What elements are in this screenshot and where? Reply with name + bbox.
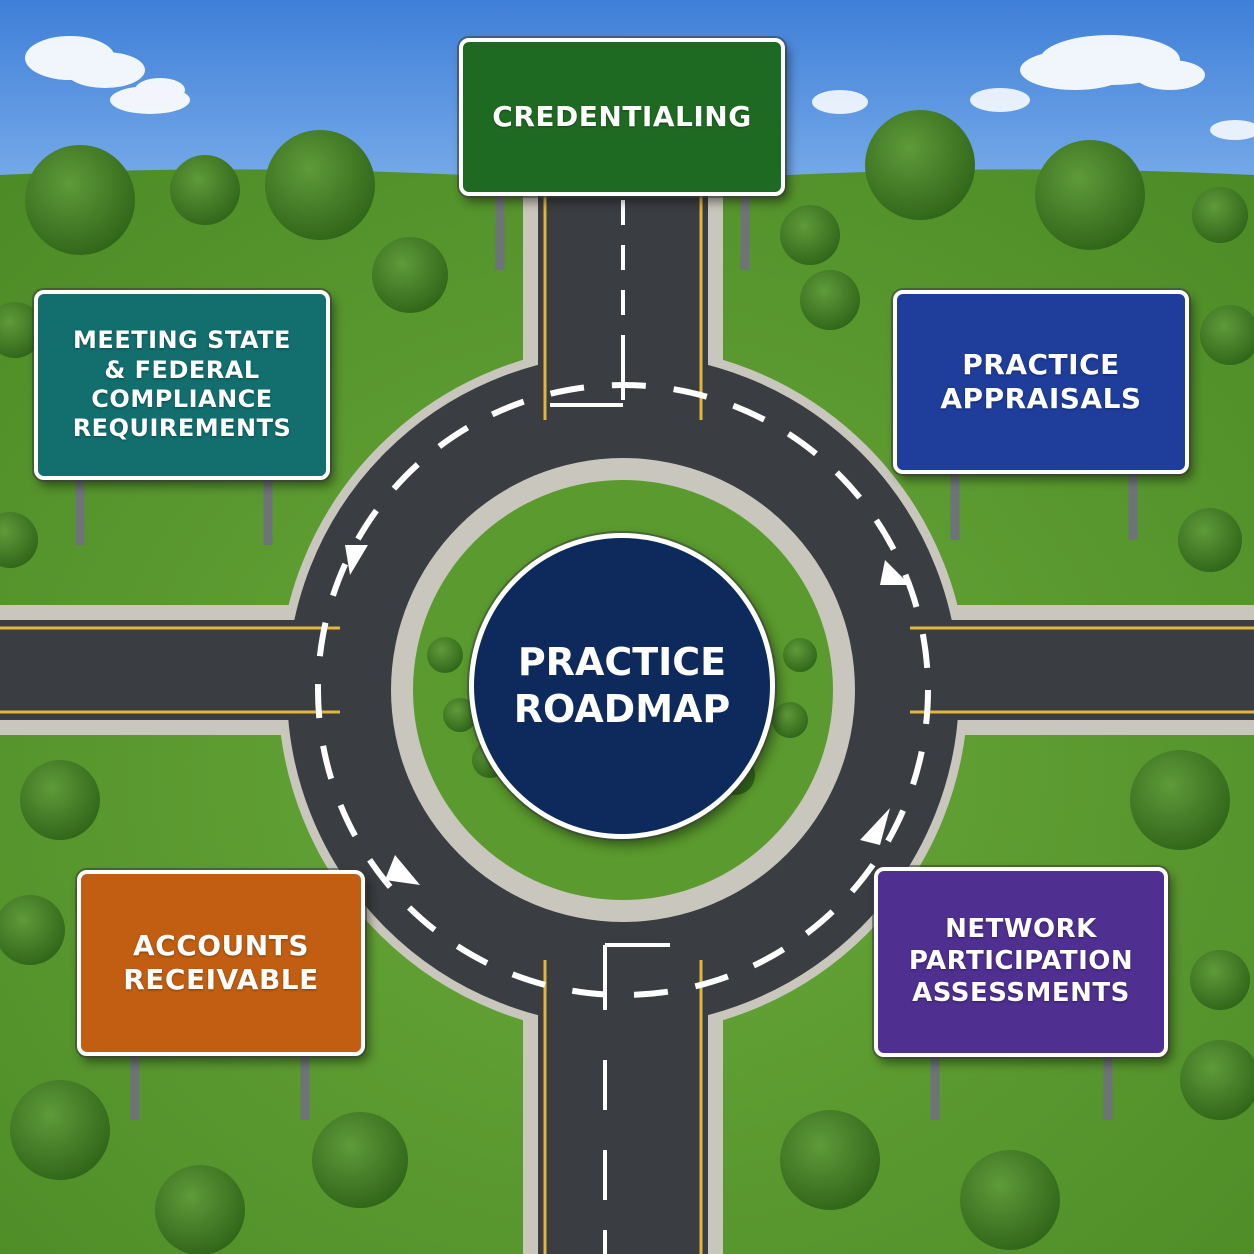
sign-network: NETWORK PARTICIPATION ASSESSMENTS: [874, 867, 1168, 1057]
sign-receivable: ACCOUNTS RECEIVABLE: [77, 870, 365, 1056]
center-sign-practice-roadmap: PRACTICE ROADMAP: [469, 533, 775, 839]
sign-appraisals: PRACTICE APPRAISALS: [893, 290, 1189, 474]
sign-credentialing: CREDENTIALING: [459, 38, 785, 196]
sign-compliance-label: MEETING STATE & FEDERAL COMPLIANCE REQUI…: [73, 326, 292, 443]
sign-receivable-label: ACCOUNTS RECEIVABLE: [123, 929, 319, 997]
sign-appraisals-label: PRACTICE APPRAISALS: [940, 348, 1141, 416]
sign-network-label: NETWORK PARTICIPATION ASSESSMENTS: [909, 914, 1133, 1009]
sign-credentialing-label: CREDENTIALING: [492, 100, 751, 134]
sign-compliance: MEETING STATE & FEDERAL COMPLIANCE REQUI…: [34, 290, 330, 480]
center-sign-label: PRACTICE ROADMAP: [514, 639, 731, 734]
